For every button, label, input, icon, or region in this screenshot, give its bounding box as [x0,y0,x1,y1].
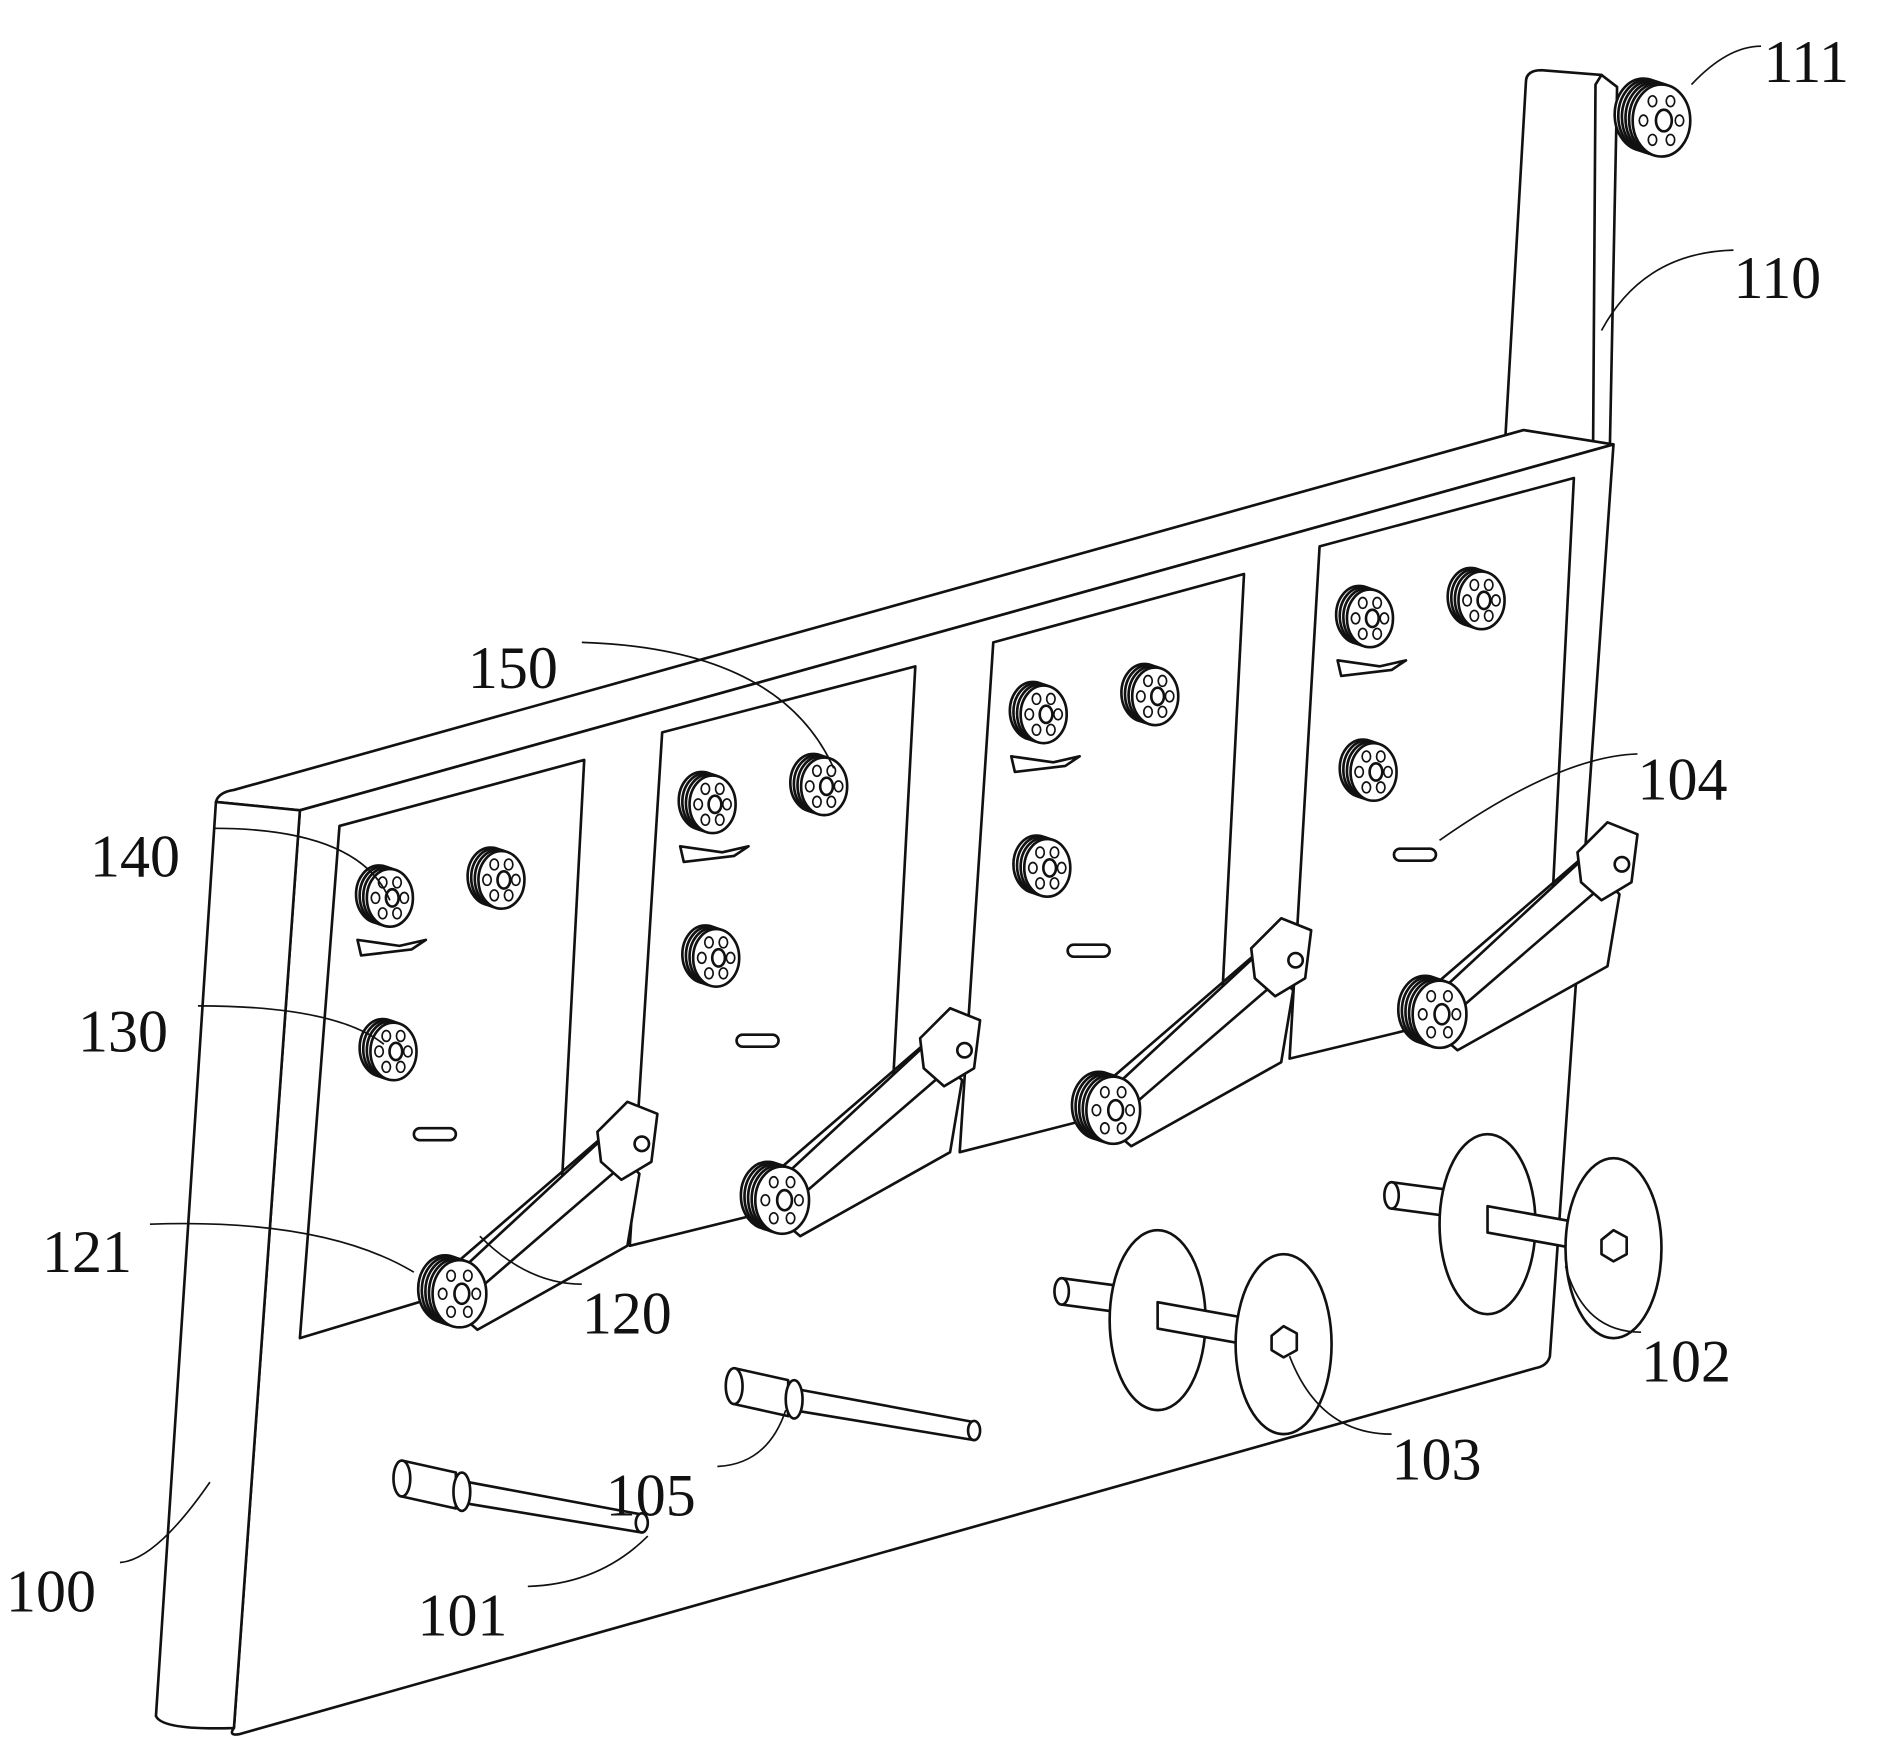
pin-104 [1068,945,1110,957]
pulley-150 [468,848,525,909]
reference-label-150: 150 [468,635,558,701]
arm-pulley-121 [1398,976,1466,1048]
leader-line-110 [1601,250,1733,330]
pin-104 [1394,849,1436,861]
reference-label-121: 121 [42,1219,132,1285]
pulley-150 [790,754,847,815]
reference-label-140: 140 [90,823,180,889]
reference-label-111: 111 [1763,29,1849,95]
pin-104 [414,1128,456,1140]
reference-label-103: 103 [1392,1427,1482,1493]
pulley-130 [1013,836,1070,897]
reference-label-102: 102 [1641,1328,1731,1394]
top-pulley-111 [1615,79,1691,157]
reference-label-104: 104 [1637,747,1727,813]
arm-pulley-121 [1072,1072,1140,1144]
pulley-150 [1448,568,1505,629]
guide-pulley-140 [679,772,736,833]
arm-pulley-121 [418,1255,486,1327]
reference-label-120: 120 [582,1280,672,1346]
reference-label-100: 100 [6,1559,96,1625]
column-110 [1506,70,1618,447]
reference-label-130: 130 [78,998,168,1064]
pulley-130 [1340,740,1397,801]
guide-pulley-140 [1336,586,1393,647]
guide-pulley-140 [1010,682,1067,743]
guide-pulley-140 [356,866,413,927]
pulley-130 [682,925,739,986]
arm-pulley-121 [741,1162,809,1234]
reference-label-101: 101 [417,1583,507,1649]
pin-104 [737,1035,779,1047]
pulley-150 [1121,664,1178,725]
reference-label-110: 110 [1733,245,1821,311]
pulley-130 [360,1019,417,1080]
leader-line-111 [1691,46,1761,84]
reference-label-105: 105 [606,1463,696,1529]
